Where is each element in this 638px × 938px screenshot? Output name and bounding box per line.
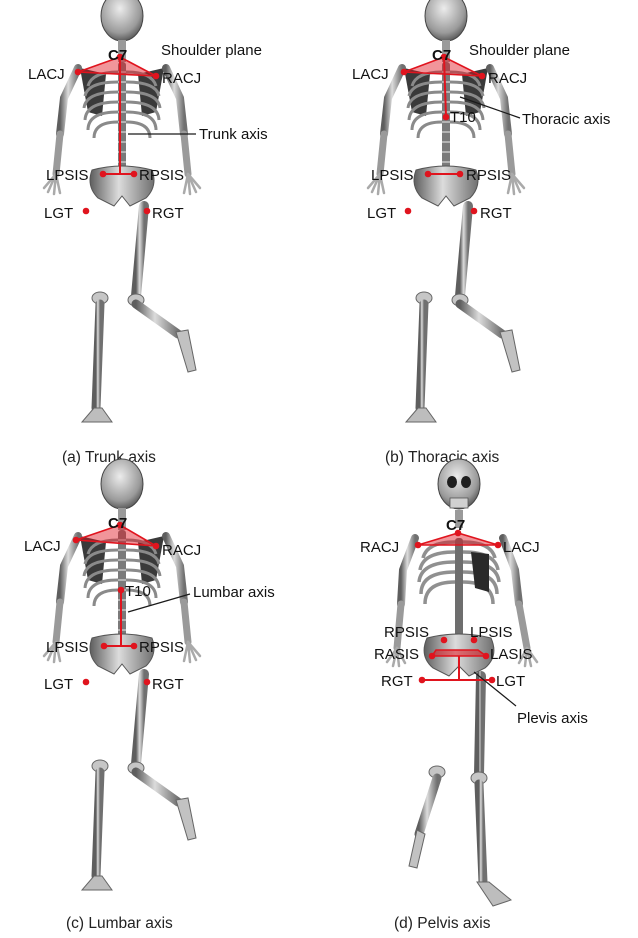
label-rpsis: RPSIS <box>139 639 184 656</box>
marker-lgt <box>83 679 90 686</box>
label-rgt: RGT <box>152 676 184 693</box>
marker-lgt <box>489 677 496 684</box>
panel-a: C7 Shoulder plane LACJ RACJ Trunk axis L… <box>28 0 268 466</box>
marker-lacj <box>495 542 502 549</box>
label-lgt: LGT <box>367 205 396 222</box>
label-c7: C7 <box>446 517 465 534</box>
label-lacj: LACJ <box>24 538 61 555</box>
marker-lgt <box>83 208 90 215</box>
label-lasis: LASIS <box>490 646 533 663</box>
pelvis-plane <box>432 650 486 656</box>
label-t10: T10 <box>125 583 151 600</box>
marker-racj <box>479 73 486 80</box>
label-c7: C7 <box>108 47 127 64</box>
marker-rasis <box>429 653 436 660</box>
panel-c: C7 LACJ RACJ T10 Lumbar axis LPSIS RPSIS… <box>24 459 275 932</box>
marker-lacj <box>73 537 80 544</box>
label-rasis: RASIS <box>374 646 419 663</box>
marker-rgt <box>471 208 478 215</box>
marker-lgt <box>405 208 412 215</box>
label-racj: RACJ <box>162 70 201 87</box>
marker-lpsis <box>100 171 107 178</box>
label-axis: Thoracic axis <box>522 111 610 128</box>
label-lpsis: LPSIS <box>470 624 513 641</box>
label-lacj: LACJ <box>503 539 540 556</box>
label-lacj: LACJ <box>352 66 389 83</box>
panel-d: C7 RACJ LACJ RPSIS LPSIS RASIS LASIS RGT… <box>360 459 588 932</box>
label-rgt: RGT <box>381 673 413 690</box>
label-lpsis: LPSIS <box>46 167 89 184</box>
label-lpsis: LPSIS <box>371 167 414 184</box>
caption: (c) Lumbar axis <box>66 915 173 932</box>
label-t10: T10 <box>450 109 476 126</box>
marker-rpsis <box>131 643 138 650</box>
marker-racj <box>415 542 422 549</box>
label-rpsis: RPSIS <box>384 624 429 641</box>
label-rpsis: RPSIS <box>139 167 184 184</box>
label-shoulder-plane: Shoulder plane <box>161 42 262 59</box>
label-axis: Lumbar axis <box>193 584 275 601</box>
marker-rgt <box>144 679 151 686</box>
label-rgt: RGT <box>152 205 184 222</box>
marker-rgt <box>144 208 151 215</box>
marker-t10 <box>443 114 450 121</box>
label-lacj: LACJ <box>28 66 65 83</box>
marker-lpsis <box>101 643 108 650</box>
label-lgt: LGT <box>44 676 73 693</box>
caption: (b) Thoracic axis <box>385 449 500 466</box>
label-lpsis: LPSIS <box>46 639 89 656</box>
label-rgt: RGT <box>480 205 512 222</box>
marker-lacj <box>401 69 408 76</box>
marker-racj <box>153 543 160 550</box>
marker-t10 <box>118 587 125 594</box>
label-c7: C7 <box>108 515 127 532</box>
label-lgt: LGT <box>44 205 73 222</box>
label-axis: Plevis axis <box>517 710 588 727</box>
label-c7: C7 <box>432 47 451 64</box>
caption: (a) Trunk axis <box>62 449 156 466</box>
marker-rpsis <box>441 637 448 644</box>
marker-lasis <box>483 653 490 660</box>
marker-lacj <box>75 69 82 76</box>
marker-rgt <box>419 677 426 684</box>
label-shoulder-plane: Shoulder plane <box>469 42 570 59</box>
marker-racj <box>153 73 160 80</box>
label-lgt: LGT <box>496 673 525 690</box>
label-racj: RACJ <box>360 539 399 556</box>
label-racj: RACJ <box>488 70 527 87</box>
panel-b: C7 Shoulder plane LACJ RACJ T10 Thoracic… <box>352 0 610 466</box>
marker-rpsis <box>457 171 464 178</box>
marker-lpsis <box>425 171 432 178</box>
marker-rpsis <box>131 171 138 178</box>
label-racj: RACJ <box>162 542 201 559</box>
label-rpsis: RPSIS <box>466 167 511 184</box>
label-axis: Trunk axis <box>199 126 268 143</box>
caption: (d) Pelvis axis <box>394 915 491 932</box>
